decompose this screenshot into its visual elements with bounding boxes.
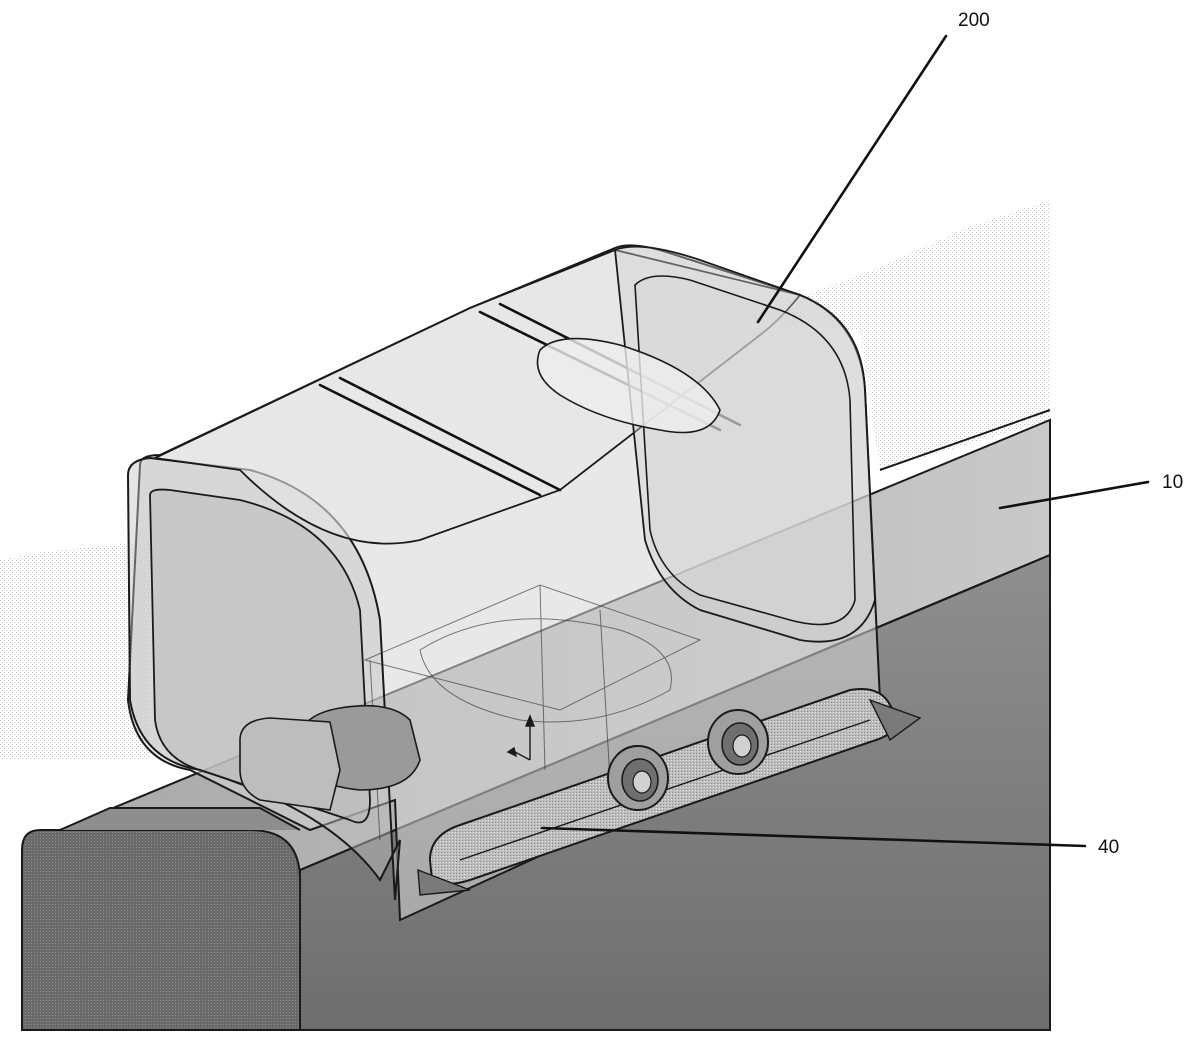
- cover-rear-window: [634, 275, 856, 626]
- background-surface: [0, 200, 1050, 760]
- leader-line-clip: [540, 826, 1087, 848]
- ref-label-cover: 200: [958, 10, 990, 31]
- leader-line-rail: [998, 480, 1150, 510]
- clip-member: [417, 688, 922, 896]
- ref-label-clip: 40: [1098, 837, 1119, 858]
- ref-label-rail: 10: [1162, 472, 1183, 493]
- rail-end-face: [21, 829, 301, 1031]
- clip-hole-1: [607, 745, 669, 811]
- axis-triad: [506, 714, 536, 761]
- clip-hole-2: [707, 709, 769, 775]
- cover-scoop: [536, 337, 721, 434]
- base-pad: [239, 704, 421, 811]
- leader-line-cover: [756, 34, 948, 324]
